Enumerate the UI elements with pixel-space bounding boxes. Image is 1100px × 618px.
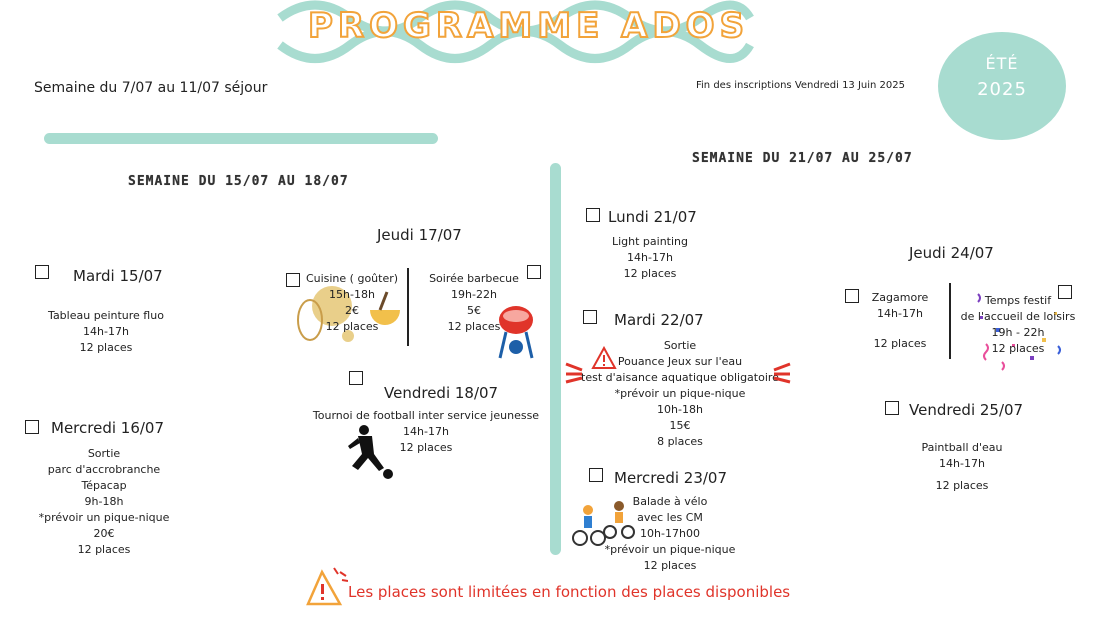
confetti-icon (977, 293, 1061, 371)
checkbox-lundi-21[interactable] (586, 208, 600, 222)
week2-title: SEMAINE DU 21/07 AU 25/07 (692, 151, 913, 166)
day-mercredi-16: Mercredi 16/07 (51, 419, 165, 437)
horizontal-divider (44, 133, 438, 144)
attention-lines-right-icon (773, 362, 791, 384)
checkbox-mardi-22[interactable] (583, 310, 597, 324)
season-badge: ÉTÉ 2025 (938, 32, 1066, 140)
activity-vendredi-18: Tournoi de football inter service jeunes… (312, 409, 540, 454)
day-mardi-15: Mardi 15/07 (73, 267, 163, 285)
jeudi-separator (407, 268, 409, 346)
baking-icon (297, 286, 400, 342)
day-mercredi-23: Mercredi 23/07 (614, 469, 728, 487)
checkbox-mercredi-16[interactable] (25, 420, 39, 434)
football-player-icon (348, 425, 393, 479)
page-title: PROGRAMME ADOS (307, 5, 750, 47)
week1-title: SEMAINE DU 15/07 AU 18/07 (128, 174, 349, 189)
checkbox-zagamore[interactable] (845, 289, 859, 303)
day-jeudi-24: Jeudi 24/07 (909, 244, 994, 262)
checkbox-mardi-15[interactable] (35, 265, 49, 279)
day-jeudi-17: Jeudi 17/07 (377, 226, 462, 244)
checkbox-vendredi-25[interactable] (885, 401, 899, 415)
footer-warning-icon (306, 567, 348, 606)
warning-icon (591, 346, 617, 369)
badge-line-2: 2025 (977, 79, 1027, 100)
badge-line-1: ÉTÉ (985, 54, 1019, 73)
bike-kids-icon (572, 501, 635, 546)
wave-decoration (277, 0, 754, 63)
registration-deadline: Fin des inscriptions Vendredi 13 Juin 20… (696, 80, 905, 91)
vertical-divider (550, 163, 561, 555)
barbecue-icon (498, 306, 534, 359)
day-mardi-22: Mardi 22/07 (614, 311, 704, 329)
checkbox-festif[interactable] (1058, 285, 1072, 299)
day-vendredi-25: Vendredi 25/07 (909, 401, 1024, 419)
checkbox-mercredi-23[interactable] (589, 468, 603, 482)
jeudi-24-separator (949, 283, 951, 359)
day-vendredi-18: Vendredi 18/07 (384, 384, 499, 402)
checkbox-vendredi-18[interactable] (349, 371, 363, 385)
attention-lines-left-icon (565, 362, 583, 384)
footer-warning-text: Les places sont limitées en fonction des… (348, 583, 791, 601)
day-lundi-21: Lundi 21/07 (608, 208, 697, 226)
checkbox-soiree[interactable] (527, 265, 541, 279)
sejour-week: Semaine du 7/07 au 11/07 séjour (34, 80, 268, 96)
checkbox-cuisine[interactable] (286, 273, 300, 287)
